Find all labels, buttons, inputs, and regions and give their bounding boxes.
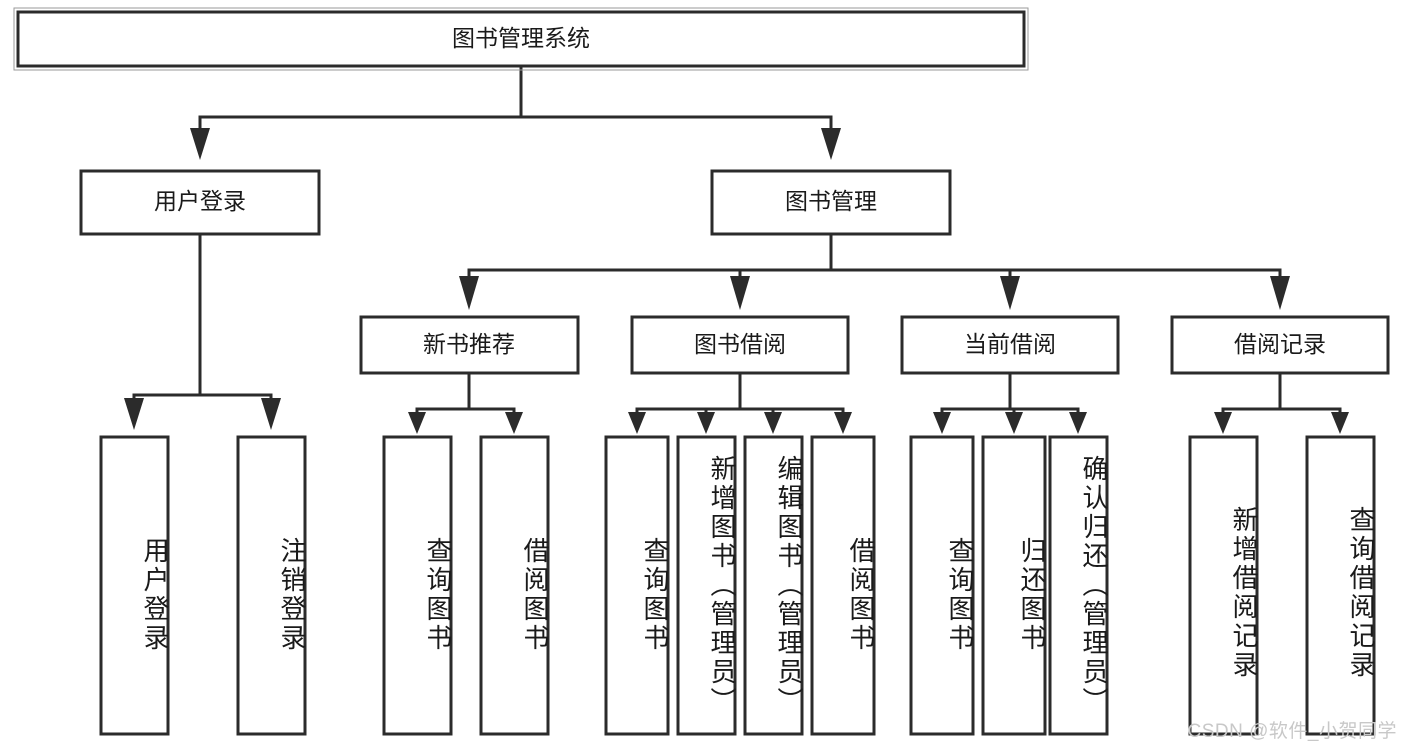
edge-group-root — [190, 64, 841, 160]
arrow-head-icon — [834, 412, 852, 434]
arrow-head-icon — [408, 412, 426, 434]
leaf-box-query-book-borrow[interactable] — [604, 435, 670, 736]
leaf-box-query-book-rec[interactable] — [382, 435, 453, 736]
edge-group-userlogin — [124, 232, 281, 430]
edge-group-newbook — [408, 371, 523, 434]
node-borrow-record[interactable]: 借阅记录 — [1170, 315, 1390, 375]
leaf-box-user-login[interactable] — [99, 435, 170, 736]
leaf-box-confirm-return-admin[interactable] — [1048, 435, 1109, 736]
arrow-head-icon — [933, 412, 951, 434]
node-borrow-record-box — [1170, 315, 1390, 375]
leaf-box-edit-book-admin[interactable] — [743, 435, 804, 736]
edge-group-borrow — [628, 371, 852, 434]
node-root-label: 图书管理系统 — [452, 25, 590, 51]
arrow-head-icon — [697, 412, 715, 434]
leaf-box-return-book[interactable] — [981, 435, 1047, 736]
edge-group-current — [933, 371, 1087, 434]
edge-group-record — [1214, 371, 1349, 434]
node-borrow-record-label: 借阅记录 — [1234, 331, 1326, 357]
arrow-head-icon — [190, 128, 210, 160]
edge-group-bookmgmt — [459, 232, 1290, 310]
node-book-management-label: 图书管理 — [785, 188, 877, 214]
node-user-login-box — [79, 169, 321, 236]
arrow-head-icon — [1214, 412, 1232, 434]
node-new-book-recommend-box — [359, 315, 580, 375]
arrow-head-icon — [628, 412, 646, 434]
leaf-box-query-book-current[interactable] — [909, 435, 975, 736]
node-new-book-recommend-label: 新书推荐 — [423, 331, 515, 357]
arrow-head-icon — [764, 412, 782, 434]
node-user-login-label: 用户登录 — [154, 188, 246, 214]
node-book-borrow[interactable]: 图书借阅 — [630, 315, 850, 375]
node-current-borrow-label: 当前借阅 — [964, 331, 1056, 357]
arrow-head-icon — [459, 276, 479, 310]
leaf-boxes — [99, 435, 1376, 736]
arrow-head-icon — [730, 276, 750, 310]
node-current-borrow-box — [900, 315, 1120, 375]
leaf-box-borrow-book-rec[interactable] — [479, 435, 550, 736]
leaf-box-query-borrow-record[interactable] — [1305, 435, 1376, 736]
leaf-box-add-borrow-record[interactable] — [1188, 435, 1259, 736]
arrow-head-icon — [821, 128, 841, 160]
node-book-borrow-label: 图书借阅 — [694, 331, 786, 357]
leaf-box-add-book-admin[interactable] — [676, 435, 737, 736]
node-book-management[interactable]: 图书管理 — [710, 169, 952, 236]
leaf-box-logout[interactable] — [236, 435, 307, 736]
arrow-head-icon — [1069, 412, 1087, 434]
node-current-borrow[interactable]: 当前借阅 — [900, 315, 1120, 375]
arrow-head-icon — [124, 398, 144, 430]
arrow-head-icon — [261, 398, 281, 430]
arrow-head-icon — [1270, 276, 1290, 310]
arrow-head-icon — [505, 412, 523, 434]
node-book-borrow-box — [630, 315, 850, 375]
node-root[interactable]: 图书管理系统 — [13, 7, 1029, 71]
arrow-head-icon — [1331, 412, 1349, 434]
node-root-shadow — [13, 7, 1029, 71]
arrow-head-icon — [1000, 276, 1020, 310]
node-book-management-box — [710, 169, 952, 236]
arrow-head-icon — [1005, 412, 1023, 434]
node-root-box — [16, 10, 1026, 68]
leaf-box-borrow-book[interactable] — [810, 435, 876, 736]
node-new-book-recommend[interactable]: 新书推荐 — [359, 315, 580, 375]
node-user-login[interactable]: 用户登录 — [79, 169, 321, 236]
